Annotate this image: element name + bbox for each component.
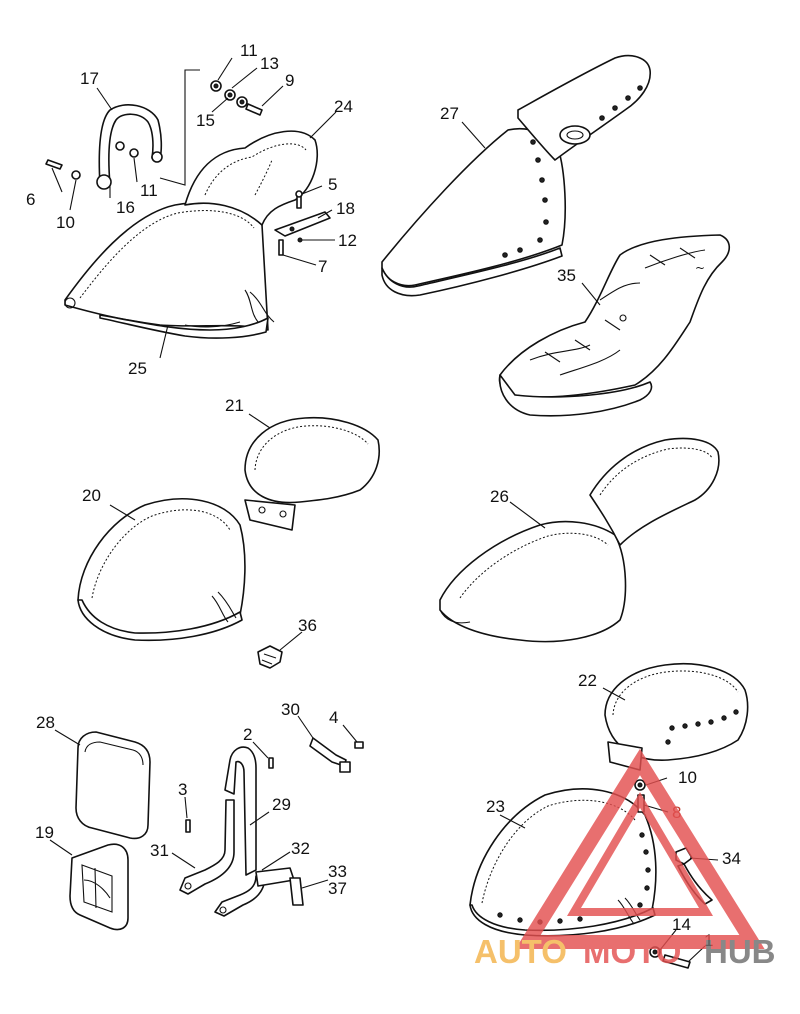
part-25-seat <box>64 201 275 339</box>
callout-13: 13 <box>260 54 279 73</box>
callout-30: 30 <box>281 700 300 719</box>
callout-14: 14 <box>672 915 691 934</box>
leader-lines <box>49 57 719 963</box>
part-21-pillion-pad <box>244 416 380 531</box>
part-26-seat <box>439 437 720 643</box>
callout-18: 18 <box>336 199 355 218</box>
watermark-hub: HUB <box>704 933 776 970</box>
part-17-strap <box>96 104 163 190</box>
callout-labels: 11 13 9 15 17 11 16 6 10 24 25 5 18 12 7… <box>26 41 741 950</box>
callout-37: 37 <box>328 879 347 898</box>
callout-11b: 11 <box>140 181 158 200</box>
callout-4: 4 <box>329 708 338 727</box>
part-27-seat <box>381 54 651 297</box>
callout-19: 19 <box>35 823 54 842</box>
watermark-logo: AUTO MOTO HUB <box>474 748 776 970</box>
callout-15: 15 <box>196 111 215 130</box>
part-36-clip <box>257 645 283 669</box>
part-18-bracket <box>274 190 331 256</box>
part-19-backrest-back <box>69 843 129 931</box>
callout-23: 23 <box>486 797 505 816</box>
callout-24: 24 <box>334 97 353 116</box>
callout-33: 33 <box>328 862 347 881</box>
callout-11: 11 <box>240 41 258 60</box>
callout-27: 27 <box>440 104 459 123</box>
callout-31: 31 <box>150 841 169 860</box>
callout-34: 34 <box>722 849 741 868</box>
svg-text:~: ~ <box>695 261 705 275</box>
callout-22: 22 <box>578 671 597 690</box>
callout-3: 3 <box>178 780 187 799</box>
watermark-triangle-inner <box>567 792 713 916</box>
callout-17: 17 <box>80 69 99 88</box>
callout-32: 32 <box>291 839 310 858</box>
callout-16: 16 <box>116 198 135 217</box>
watermark-auto: AUTO <box>474 933 567 970</box>
callout-36: 36 <box>298 616 317 635</box>
watermark-moto: MOTO <box>583 933 681 970</box>
callout-7: 7 <box>318 257 327 276</box>
hardware-bottom-left <box>185 737 364 906</box>
watermark-triangle-outer <box>515 748 765 949</box>
callout-12: 12 <box>338 231 357 250</box>
callout-2: 2 <box>243 725 252 744</box>
hardware-top <box>45 69 263 186</box>
part-20-solo-seat <box>77 498 246 642</box>
callout-25: 25 <box>128 359 147 378</box>
callout-10b: 10 <box>678 768 697 787</box>
callout-29: 29 <box>272 795 291 814</box>
part-28-backrest-pad <box>75 731 151 840</box>
callout-26: 26 <box>490 487 509 506</box>
callout-28: 28 <box>36 713 55 732</box>
part-35-seat: ~ <box>498 234 731 417</box>
callout-9: 9 <box>285 71 294 90</box>
callout-20: 20 <box>82 486 101 505</box>
callout-6: 6 <box>26 190 35 209</box>
callout-10: 10 <box>56 213 75 232</box>
callout-35: 35 <box>557 266 576 285</box>
part-24-pillion <box>184 130 319 226</box>
part-23-solo-seat <box>469 788 657 937</box>
part-29-sissy-bar <box>179 746 295 917</box>
callout-21: 21 <box>225 396 244 415</box>
callout-5: 5 <box>328 175 337 194</box>
part-22-pillion <box>604 662 749 771</box>
